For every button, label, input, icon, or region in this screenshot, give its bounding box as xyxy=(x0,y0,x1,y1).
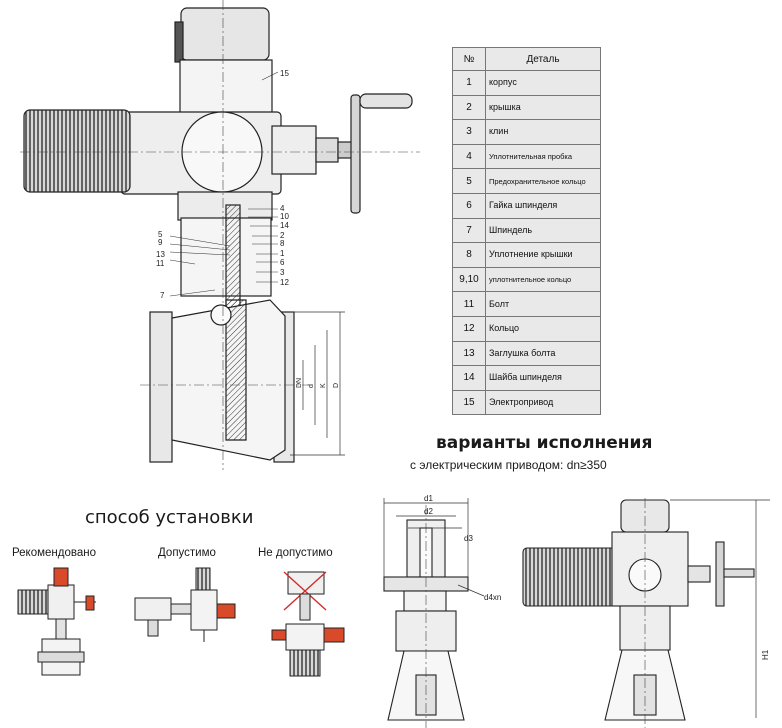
variants-subtitle: с электрическим приводом: dn≥350 xyxy=(410,458,607,472)
callout-leaders xyxy=(169,71,279,297)
table-header-num: № xyxy=(452,47,486,71)
row-num: 11 xyxy=(452,291,486,317)
row-num: 3 xyxy=(452,119,486,145)
row-name: Шпиндель xyxy=(485,217,601,244)
row-num: 14 xyxy=(452,365,486,391)
dim-d4xn-label: d4xn xyxy=(484,593,501,602)
callout-3: 3 xyxy=(280,268,285,277)
dim-d2-label: d2 xyxy=(424,507,433,516)
main-dimensions xyxy=(290,311,345,456)
row-name: корпус xyxy=(485,70,601,96)
callout-2: 2 xyxy=(280,231,285,240)
callout-12: 12 xyxy=(280,278,289,287)
row-name: уплотнительное кольцо xyxy=(485,266,601,293)
dim-d3-label: d3 xyxy=(464,534,473,543)
install-not-allowed-label: Не допустимо xyxy=(258,547,333,559)
install-allowed-label: Допустимо xyxy=(158,547,216,559)
install-allowed-sketch xyxy=(134,567,236,642)
row-num: 7 xyxy=(452,217,486,244)
row-num: 9,10 xyxy=(452,266,486,293)
row-name: Предохранительное кольцо xyxy=(485,168,601,194)
dim-D-label: D xyxy=(333,383,340,388)
row-num: 12 xyxy=(452,315,486,342)
installation-title: способ установки xyxy=(85,507,254,528)
callout-8: 8 xyxy=(280,239,285,248)
row-name: Электропривод xyxy=(485,389,601,416)
variants-title: варианты исполнения xyxy=(436,433,653,453)
install-recommended-label: Рекомендовано xyxy=(12,547,96,559)
dim-d-label: d xyxy=(308,384,315,388)
row-name: Болт xyxy=(485,291,601,317)
callout-15: 15 xyxy=(280,69,289,78)
callout-6: 6 xyxy=(280,258,285,267)
row-num: 2 xyxy=(452,94,486,121)
row-name: крышка xyxy=(485,94,601,121)
dim-d1-label: d1 xyxy=(424,494,433,503)
variant-side-dimensions xyxy=(670,499,770,718)
row-num: 1 xyxy=(452,70,486,96)
row-name: клин xyxy=(485,119,601,145)
variant-front-view xyxy=(383,505,469,728)
callout-10: 10 xyxy=(280,212,289,221)
row-num: 4 xyxy=(452,143,486,170)
row-name: Гайка шпинделя xyxy=(485,192,601,219)
callout-4: 4 xyxy=(280,204,285,213)
callout-9: 9 xyxy=(158,238,163,247)
table-header-row: № Деталь xyxy=(452,47,601,71)
row-name: Уплотнение крышки xyxy=(485,242,601,268)
callout-5: 5 xyxy=(158,230,163,239)
variant-front-dimensions xyxy=(383,498,485,597)
row-name: Уплотнительная пробка xyxy=(485,143,601,170)
row-name: Заглушка болта xyxy=(485,340,601,367)
row-num: 13 xyxy=(452,340,486,367)
main-valve-drawing xyxy=(20,0,420,470)
dim-dn-label: DN xyxy=(296,378,303,388)
callout-11: 11 xyxy=(156,259,165,268)
callout-1: 1 xyxy=(280,249,285,258)
dim-k-label: K xyxy=(320,383,327,388)
row-name: Кольцо xyxy=(485,315,601,342)
row-num: 8 xyxy=(452,242,486,268)
callout-7: 7 xyxy=(160,291,165,300)
row-num: 5 xyxy=(452,168,486,194)
row-num: 6 xyxy=(452,192,486,219)
row-name: Шайба шпинделя xyxy=(485,365,601,391)
dim-h1-label: H1 xyxy=(761,649,770,660)
variant-side-view xyxy=(522,498,755,728)
callout-14: 14 xyxy=(280,221,289,230)
install-not-allowed-sketch xyxy=(271,571,345,677)
callout-13: 13 xyxy=(156,250,165,259)
row-num: 15 xyxy=(452,389,486,416)
table-header-name: Деталь xyxy=(485,47,601,71)
install-recommended-sketch xyxy=(17,567,96,676)
